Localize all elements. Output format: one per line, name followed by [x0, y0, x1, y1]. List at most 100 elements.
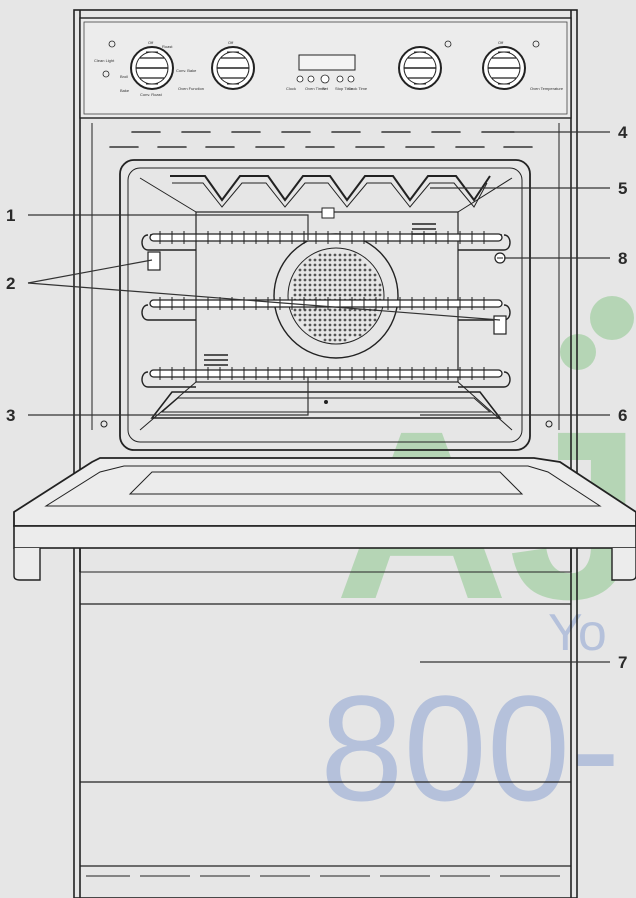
fan-perforation — [348, 273, 352, 277]
knob-label-off: Off — [148, 40, 154, 45]
fan-perforation — [323, 288, 327, 292]
fan-perforation — [298, 273, 302, 277]
fan-perforation — [323, 263, 327, 267]
fan-perforation — [308, 313, 312, 317]
fan-perforation — [348, 253, 352, 257]
fan-perforation — [343, 313, 347, 317]
fan-perforation — [378, 288, 382, 292]
fan-perforation — [343, 323, 347, 327]
fan-perforation — [343, 263, 347, 267]
fan-perforation — [338, 273, 342, 277]
fan-perforation — [303, 268, 307, 272]
fan-perforation — [313, 318, 317, 322]
fan-perforation — [308, 278, 312, 282]
fan-perforation — [348, 328, 352, 332]
fan-perforation — [353, 318, 357, 322]
fan-perforation — [368, 318, 372, 322]
timer-buttons[interactable] — [296, 74, 355, 84]
fan-perforation — [343, 278, 347, 282]
oven-cavity — [119, 159, 531, 451]
fan-perforation — [358, 323, 362, 327]
fan-perforation — [333, 258, 337, 262]
fan-perforation — [338, 333, 342, 337]
fan-perforation — [358, 278, 362, 282]
fan-perforation — [328, 328, 332, 332]
vent-slots — [109, 131, 533, 148]
fan-perforation — [348, 278, 352, 282]
fan-perforation — [343, 318, 347, 322]
fan-perforation — [353, 273, 357, 277]
fan-perforation — [353, 333, 357, 337]
fan-perforation — [298, 278, 302, 282]
back-vent-marks — [204, 223, 436, 366]
fan-perforation — [313, 288, 317, 292]
fan-perforation — [293, 288, 297, 292]
fan-perforation — [358, 273, 362, 277]
fan-perforation — [363, 328, 367, 332]
bake-element — [150, 391, 502, 419]
fan-perforation — [313, 268, 317, 272]
temperature-sensor — [321, 207, 335, 219]
fan-perforation — [373, 283, 377, 287]
fan-perforation — [293, 278, 297, 282]
callout-3: 3 — [6, 406, 15, 425]
oven-cabinet — [73, 9, 578, 898]
fan-perforation — [308, 318, 312, 322]
fan-perforation — [333, 278, 337, 282]
fan-perforation — [313, 278, 317, 282]
callout-1: 1 — [6, 206, 15, 225]
fan-perforation — [343, 338, 347, 342]
fan-perforation — [353, 323, 357, 327]
knob-label-broil: Broil — [120, 74, 128, 79]
timer-label-oven-timer: Oven Timer — [305, 86, 326, 91]
temperature-knob-left[interactable] — [211, 46, 255, 90]
fan-perforation — [308, 273, 312, 277]
temperature-knob-right[interactable] — [482, 46, 526, 90]
fan-perforation — [293, 313, 297, 317]
fan-perforation — [338, 338, 342, 342]
watermark-phone: 800- — [320, 664, 620, 832]
function-knob-left[interactable] — [130, 46, 174, 90]
fan-perforation — [323, 273, 327, 277]
fan-perforation — [348, 293, 352, 297]
fan-perforation — [298, 313, 302, 317]
fan-perforation — [338, 323, 342, 327]
fan-perforation — [338, 268, 342, 272]
fan-perforation — [338, 313, 342, 317]
fan-perforation — [318, 333, 322, 337]
fan-perforation — [303, 273, 307, 277]
fan-perforation — [333, 293, 337, 297]
fan-perforation — [308, 283, 312, 287]
oven-door-open — [13, 457, 636, 581]
fan-perforation — [318, 253, 322, 257]
broil-element — [170, 175, 491, 202]
fan-perforation — [348, 318, 352, 322]
leader-lines — [27, 131, 610, 663]
fan-perforation — [363, 263, 367, 267]
fan-perforation — [323, 308, 327, 312]
fan-perforation — [353, 308, 357, 312]
fan-perforation — [303, 283, 307, 287]
timer-label-cook-time: Cook Time — [348, 86, 368, 91]
fan-perforation — [318, 268, 322, 272]
convection-fan-cover — [273, 233, 399, 359]
fan-perforation — [328, 338, 332, 342]
fan-perforation — [328, 268, 332, 272]
function-knob-right[interactable] — [398, 46, 442, 90]
fan-perforation — [318, 323, 322, 327]
oven-light — [494, 252, 506, 264]
callout-2: 2 — [6, 274, 15, 293]
fan-perforation — [358, 328, 362, 332]
fan-perforation — [358, 313, 362, 317]
fan-perforation — [303, 288, 307, 292]
callout-4: 4 — [618, 123, 628, 142]
fan-perforation — [338, 328, 342, 332]
callout-8: 8 — [618, 249, 627, 268]
fan-perforation — [313, 323, 317, 327]
oven-rack-top — [149, 231, 503, 244]
fan-perforation — [333, 268, 337, 272]
fan-perforation — [303, 313, 307, 317]
fan-perforation — [293, 308, 297, 312]
fan-perforation — [318, 318, 322, 322]
fan-perforation — [368, 273, 372, 277]
